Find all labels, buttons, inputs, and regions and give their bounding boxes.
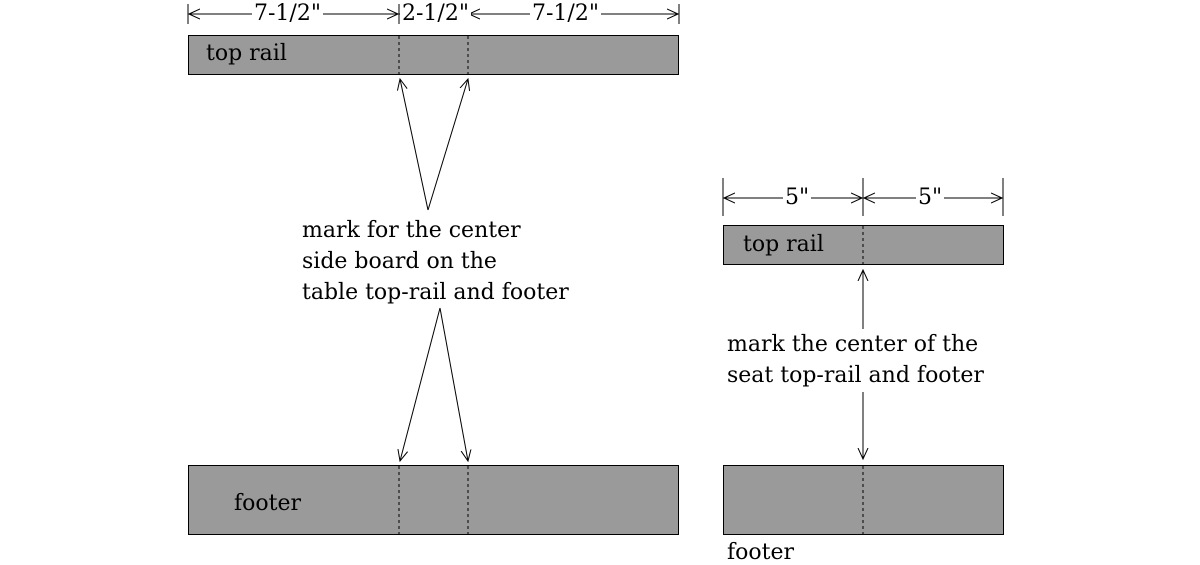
seat-note-line-2: seat top-rail and footer xyxy=(727,360,984,391)
table-footer-board xyxy=(188,465,679,535)
table-top-arrows xyxy=(400,79,468,211)
table-note-line-2: side board on the xyxy=(302,249,497,274)
table-footer-arrows xyxy=(400,307,468,461)
seat-top-rail-board xyxy=(723,225,1004,265)
table-top-rail-board xyxy=(188,35,679,75)
table-dim-left-label: 7-1/2" xyxy=(252,1,323,26)
seat-footer-board xyxy=(723,465,1004,535)
seat-footer-label: footer xyxy=(727,540,795,565)
table-top-rail-label: top rail xyxy=(206,41,287,66)
seat-dim-right-label: 5" xyxy=(916,185,945,210)
table-footer-label: footer xyxy=(234,491,302,516)
seat-dimension-line xyxy=(722,178,1004,216)
table-dim-right-label: 7-1/2" xyxy=(530,1,601,26)
table-note-line-3: table top-rail and footer xyxy=(302,280,569,305)
seat-top-rail-label: top rail xyxy=(743,232,824,257)
table-dim-center-label: 2-1/2" xyxy=(400,1,471,26)
seat-note-line-1: mark the center of the xyxy=(727,329,979,360)
table-note-line-1: mark for the center xyxy=(302,218,521,243)
seat-dim-left-label: 5" xyxy=(783,185,812,210)
